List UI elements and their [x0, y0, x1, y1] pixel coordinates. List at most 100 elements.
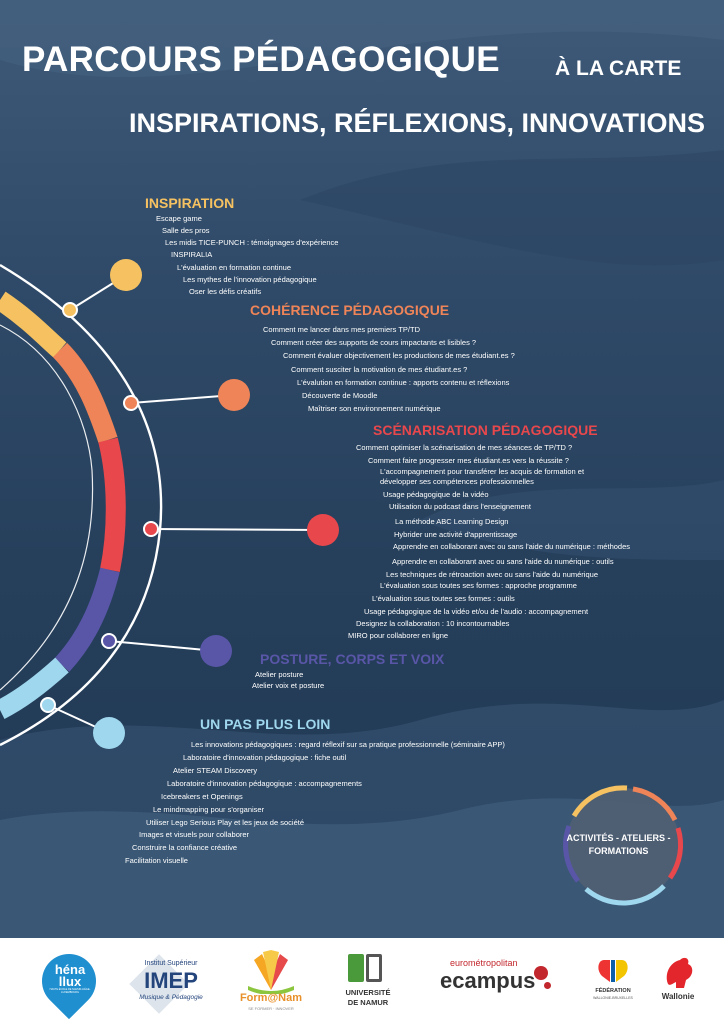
- poster-title-suffix: À LA CARTE: [555, 57, 682, 80]
- formanam-logo[interactable]: Form@Nam SE FORMER · INNOVER: [238, 950, 304, 1016]
- scenarisation-item: Les techniques de rétroaction avec ou sa…: [386, 570, 598, 579]
- poster: PARCOURS PÉDAGOGIQUE À LA CARTE INSPIRAT…: [0, 0, 724, 938]
- band-yellow: [0, 291, 67, 358]
- imep-sub: Musique & Pédagogie: [139, 994, 203, 1001]
- scenarisation-item: développer ses compétences professionnel…: [380, 477, 534, 486]
- inspiration-item: Les mythes de l'innovation pédagogique: [183, 275, 317, 284]
- posture-item: Atelier voix et posture: [252, 681, 325, 690]
- wallonie-logo[interactable]: Wallonie: [656, 954, 700, 1014]
- henallux-logo[interactable]: héna llux HAUTE ÉCOLE DE NAMUR-LIÈGE-LUX…: [30, 942, 108, 1020]
- badge-label: ACTIVITÉS - ATELIERS - FORMATIONS: [566, 832, 671, 858]
- scenarisation-item: Usage pédagogique de la vidéo: [383, 490, 489, 499]
- wallonie-main: Wallonie: [661, 992, 695, 1001]
- ecampus-logo[interactable]: eurométropolitan ecampus: [436, 958, 554, 1004]
- rooster-icon: [666, 957, 693, 988]
- scenarisation-item: Utilisation du podcast dans l'enseigneme…: [389, 502, 531, 511]
- coherence-item: Comment me lancer dans mes premiers TP/T…: [263, 325, 420, 334]
- scenarisation-item: Apprendre en collaborant avec ou sans l'…: [393, 542, 631, 551]
- plus-loin-item: Construire la confiance créative: [132, 843, 238, 852]
- plus-loin-item: Les innovations pédagogiques : regard ré…: [191, 740, 505, 749]
- federation-logo[interactable]: FÉDÉRATION WALLONIE-BRUXELLES: [590, 956, 636, 1016]
- scenarisation-item: La méthode ABC Learning Design: [395, 517, 509, 526]
- bubble-plus-loin: [93, 717, 125, 749]
- badge-line-1: ACTIVITÉS - ATELIERS -: [566, 833, 671, 843]
- inspiration-item: L'évaluation en formation continue: [177, 263, 292, 272]
- bubble-scenarisation: [307, 514, 339, 546]
- inspiration-item: Escape game: [156, 214, 202, 223]
- unamur-mark-icon: [348, 954, 384, 984]
- coherence-item: Maîtriser son environnement numérique: [308, 404, 441, 413]
- imep-logo[interactable]: Institut Supérieur IMEP Musique & Pédago…: [128, 954, 208, 1014]
- poster-subtitle: INSPIRATIONS, RÉFLEXIONS, INNOVATIONS: [129, 108, 706, 138]
- section-title-posture: POSTURE, CORPS ET VOIX: [260, 651, 445, 667]
- unamur-l2: DE NAMUR: [347, 998, 389, 1007]
- band-orange: [52, 342, 118, 444]
- badge-line-2: FORMATIONS: [588, 846, 649, 856]
- badge-ring-purple: [563, 825, 580, 883]
- section-title-inspiration: INSPIRATION: [145, 195, 235, 211]
- scenarisation-item: Usage pédagogique de la vidéo et/ou de l…: [364, 607, 589, 616]
- section-title-scenarisation: SCÉNARISATION PÉDAGOGIQUE: [373, 422, 598, 438]
- badge-ring-orange: [632, 786, 678, 822]
- formanam-main: Form@Nam: [239, 992, 303, 1004]
- plus-loin-item: Utiliser Lego Serious Play et les jeux d…: [146, 818, 304, 827]
- inspiration-item: Oser les défis créatifs: [189, 287, 262, 296]
- band-purple: [54, 567, 120, 672]
- band-red: [98, 437, 126, 572]
- plus-loin-item: Images et visuels pour collaborer: [139, 830, 250, 839]
- bubble-posture: [200, 635, 232, 667]
- scenarisation-item: Comment faire progresser mes étudiant.es…: [368, 456, 569, 465]
- federation-emblem-icon: [598, 960, 628, 982]
- band-lightblue: [0, 657, 69, 719]
- unamur-logo[interactable]: UNIVERSITÉ DE NAMUR: [340, 954, 396, 1016]
- bubble-inspiration: [110, 259, 142, 291]
- inspiration-item: INSPIRALIA: [171, 250, 213, 259]
- plus-loin-item: Atelier STEAM Discovery: [173, 766, 258, 775]
- ecampus-top: eurométropolitan: [450, 958, 518, 968]
- plus-loin-item: Laboratoire d'innovation pédagogique : f…: [183, 753, 347, 762]
- coherence-item: Comment évaluer objectivement les produc…: [283, 351, 515, 360]
- scenarisation-item: Hybrider une activité d'apprentissage: [394, 530, 518, 539]
- henallux-l1: héna: [54, 962, 86, 977]
- federation-l1: FÉDÉRATION: [595, 988, 631, 994]
- poster-title: PARCOURS PÉDAGOGIQUE: [22, 40, 500, 79]
- unamur-l1: UNIVERSITÉ: [345, 988, 391, 997]
- coherence-item: L'évalution en formation continue : appo…: [297, 378, 510, 387]
- badge-ring-lightblue: [584, 884, 666, 906]
- plus-loin-item: Facilitation visuelle: [125, 856, 188, 865]
- coherence-item: Découverte de Moodle: [302, 391, 378, 400]
- scenarisation-item: Designez la collaboration : 10 incontour…: [356, 619, 510, 628]
- section-title-coherence: COHÉRENCE PÉDAGOGIQUE: [250, 302, 450, 318]
- node-scenarisation: [143, 521, 159, 537]
- background-waves: [0, 0, 724, 938]
- node-posture: [101, 633, 117, 649]
- outer-arc: [0, 263, 163, 747]
- formanam-sub: SE FORMER · INNOVER: [248, 1006, 294, 1011]
- plus-loin-item: Le mindmapping pour s'organiser: [153, 805, 265, 814]
- bubble-coherence: [218, 379, 250, 411]
- henallux-l2: llux: [58, 974, 82, 989]
- badge-ring-yellow: [571, 785, 628, 818]
- posture-item: Atelier posture: [255, 670, 304, 679]
- arc-diagram: [0, 259, 684, 906]
- ecampus-splash-dot-icon: [544, 982, 551, 989]
- badge-ring-red: [667, 827, 684, 880]
- scenarisation-item: MIRO pour collaborer en ligne: [348, 631, 449, 640]
- coherence-item: Comment susciter la motivation de mes ét…: [291, 365, 468, 374]
- plus-loin-item: Icebreakers et Openings: [161, 792, 243, 801]
- node-coherence: [123, 395, 139, 411]
- ecampus-splash-icon: [534, 966, 548, 980]
- federation-l2: WALLONIE-BRUXELLES: [593, 996, 633, 1000]
- scenarisation-item: L'évaluation sous toutes ses formes : ou…: [372, 594, 515, 603]
- book-icon: [248, 950, 294, 995]
- plus-loin-item: Laboratoire d'innovation pédagogique : a…: [167, 779, 362, 788]
- inner-arc: [0, 324, 94, 691]
- inspiration-item: Les midis TICE-PUNCH : témoignages d'exp…: [165, 238, 339, 247]
- ecampus-main: ecampus: [440, 968, 536, 993]
- scenarisation-item: Comment optimiser la scénarisation de me…: [356, 443, 573, 452]
- imep-top: Institut Supérieur: [144, 960, 198, 967]
- scenarisation-item: L'évaluation sous toutes ses formes : ap…: [380, 581, 577, 590]
- node-inspiration: [62, 302, 78, 318]
- scenarisation-item: Apprendre en collaborant avec ou sans l'…: [392, 557, 614, 566]
- node-plus-loin: [40, 697, 56, 713]
